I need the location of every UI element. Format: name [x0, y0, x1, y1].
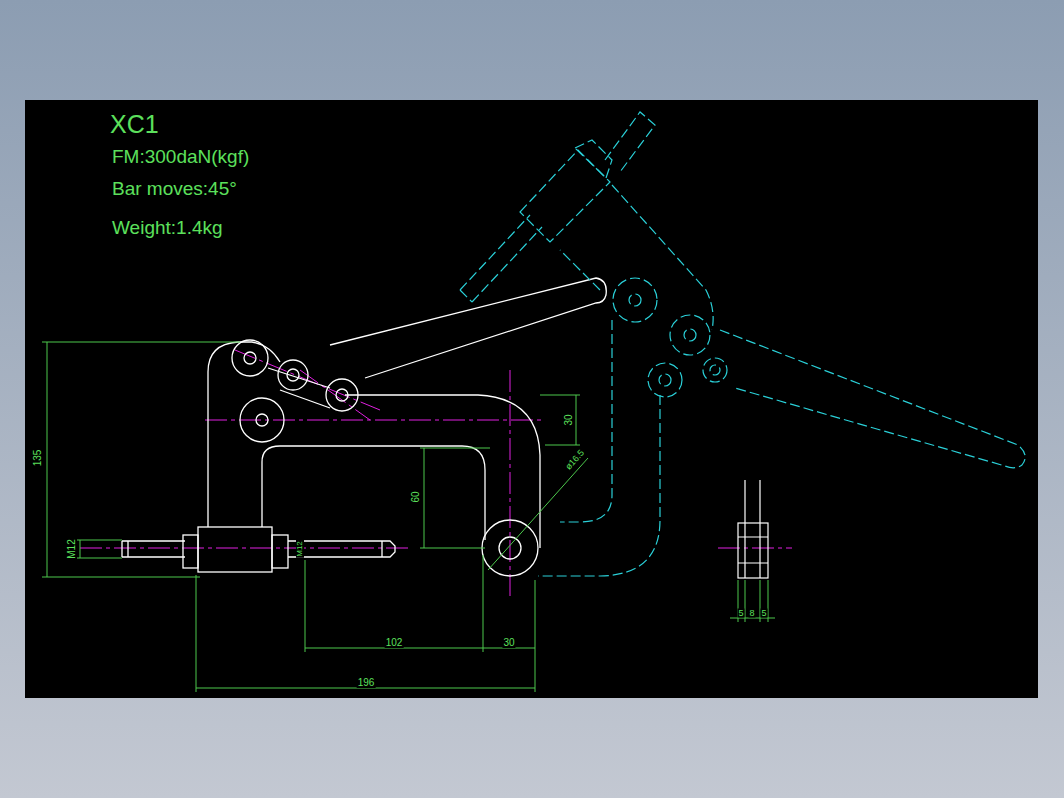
thread-size: M12 — [67, 538, 77, 559]
detail-view — [738, 480, 768, 578]
open-position — [460, 112, 1025, 576]
spec-note: FM:300daN(kgf) — [112, 147, 249, 166]
model-title: XC1 — [110, 112, 159, 137]
dimension-text: 196 — [357, 678, 376, 688]
dimension-text: 5 — [760, 609, 767, 618]
dimension-text: 5 — [737, 609, 744, 618]
dimension-text: 60 — [411, 490, 421, 503]
diameter-text: ø16.5 — [563, 448, 586, 473]
dimension-text: 135 — [33, 449, 43, 468]
drawing-ground — [25, 100, 1038, 698]
dimension-text: 30 — [502, 638, 515, 648]
dimension-text: 102 — [385, 638, 404, 648]
thread-size: M12 — [296, 540, 304, 558]
spec-note: Bar moves:45° — [112, 179, 237, 198]
spec-note: Weight:1.4kg — [112, 218, 223, 237]
dimension-lines — [42, 342, 775, 692]
dimension-text: 8 — [748, 609, 755, 618]
dimension-text: 30 — [564, 413, 574, 426]
clamp-body — [122, 278, 606, 576]
center-lines — [80, 350, 792, 600]
